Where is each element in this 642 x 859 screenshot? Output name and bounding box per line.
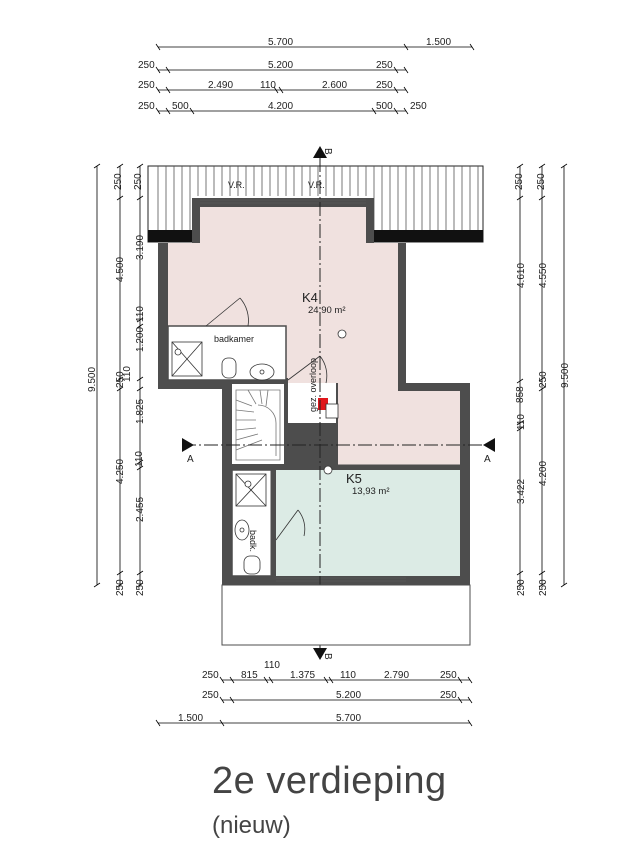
room-area-k4: 24,90 m² [308,305,346,316]
section-markers [182,146,495,660]
dim-right-inner-0: 250 [514,173,525,190]
dim-right-mid-4: 250 [538,579,549,596]
dim-top-4e: 250 [410,101,427,112]
dim-right-mid-1: 4.550 [538,263,549,288]
dim-right-inner-1: 4.610 [516,263,527,288]
section-a-left: A [187,454,194,465]
vr-label-1: V.R. [228,180,245,190]
room-area-k5: 13,93 m² [352,486,390,497]
doors [205,297,328,541]
dim-right-inner-2: 858 [515,386,526,403]
section-lines [182,158,495,650]
section-b-bottom: B [322,653,333,660]
dim-left-mid-1: 4.500 [115,257,126,282]
dim-bottom-2c: 250 [440,690,457,701]
section-b-top: B [322,148,333,155]
dim-left-inner-5: 1.825 [135,399,146,424]
dim-top-3c: 110 [260,80,276,91]
dim-left-inner-1: 3.190 [135,235,146,260]
dim-bottom-1a: 250 [202,670,219,681]
dim-right-inner-5: 250 [516,579,527,596]
dim-top-1b: 1.500 [426,37,451,48]
dim-top-4b: 500 [172,101,189,112]
dim-left-mid-3: 4.250 [115,459,126,484]
dim-top-2b: 5.200 [268,60,293,71]
dim-left-mid-2: 250 [115,371,126,388]
dim-left-inner-4: 110 [122,366,133,382]
dim-bottom-1e: 110 [340,670,356,681]
dim-bottom-3a: 1.500 [178,713,203,724]
dim-bottom-1d: 1.375 [290,670,315,681]
staircase [235,389,281,461]
room-label-k4: K4 [302,290,318,305]
smoke-detector-icon [318,398,328,410]
dim-right-mid-0: 250 [536,173,547,190]
dim-left-mid-4: 250 [115,579,126,596]
sanitary [171,341,275,575]
dim-right-mid-2: 250 [538,371,549,388]
room-label-badk: badk. [248,530,258,552]
room-label-k5: K5 [346,471,362,486]
dim-top-3a: 250 [138,80,155,91]
room-k4 [168,207,460,466]
dim-bottom-2a: 250 [202,690,219,701]
dim-top-2a: 250 [138,60,155,71]
room-k5 [276,470,460,576]
dim-right-mid-3: 4.200 [538,461,549,486]
vr-label-2: V.R. [308,180,325,190]
dim-top-1a: 5.700 [268,37,293,48]
dims-top-lines [155,43,475,115]
dim-left-inner-2: 110 [135,306,146,322]
dim-top-4a: 250 [138,101,155,112]
dim-left-inner-7: 2.455 [135,497,146,522]
room-label-overloop: gez. overloop [308,358,318,412]
balcony [221,584,471,646]
dim-left-mid-0: 250 [113,173,124,190]
dim-left-inner-0: 250 [133,173,144,190]
dim-right-inner-4: 3.422 [516,479,527,504]
windows [200,199,406,582]
page-subtitle: (nieuw) [212,812,291,839]
dim-right-outer: 9.500 [560,363,571,388]
dim-top-4c: 4.200 [268,101,293,112]
dim-top-2c: 250 [376,60,393,71]
dim-bottom-1b: 815 [241,670,258,681]
dim-bottom-3b: 5.700 [336,713,361,724]
room-label-badkamer: badkamer [214,334,254,344]
page-title: 2e verdieping [212,760,447,802]
dim-bottom-1g: 250 [440,670,457,681]
dim-top-3e: 250 [376,80,393,91]
dims-left-lines [93,163,144,588]
dim-right-inner-3: 110 [516,414,527,430]
dims-bottom-lines [155,676,473,727]
dim-bottom-1c: 110 [264,660,280,671]
section-a-right: A [484,454,491,465]
dim-left-inner-8: 250 [135,579,146,596]
dim-left-inner-6: 110 [134,451,145,467]
dim-bottom-2b: 5.200 [336,690,361,701]
dim-top-3b: 2.490 [208,80,233,91]
dim-top-3d: 2.600 [322,80,347,91]
dim-left-outer: 9.500 [87,367,98,392]
dims-right-lines [516,163,568,588]
dim-left-inner-3: 1.200 [135,327,146,352]
dim-bottom-1f: 2.790 [384,670,409,681]
dim-top-4d: 500 [376,101,393,112]
